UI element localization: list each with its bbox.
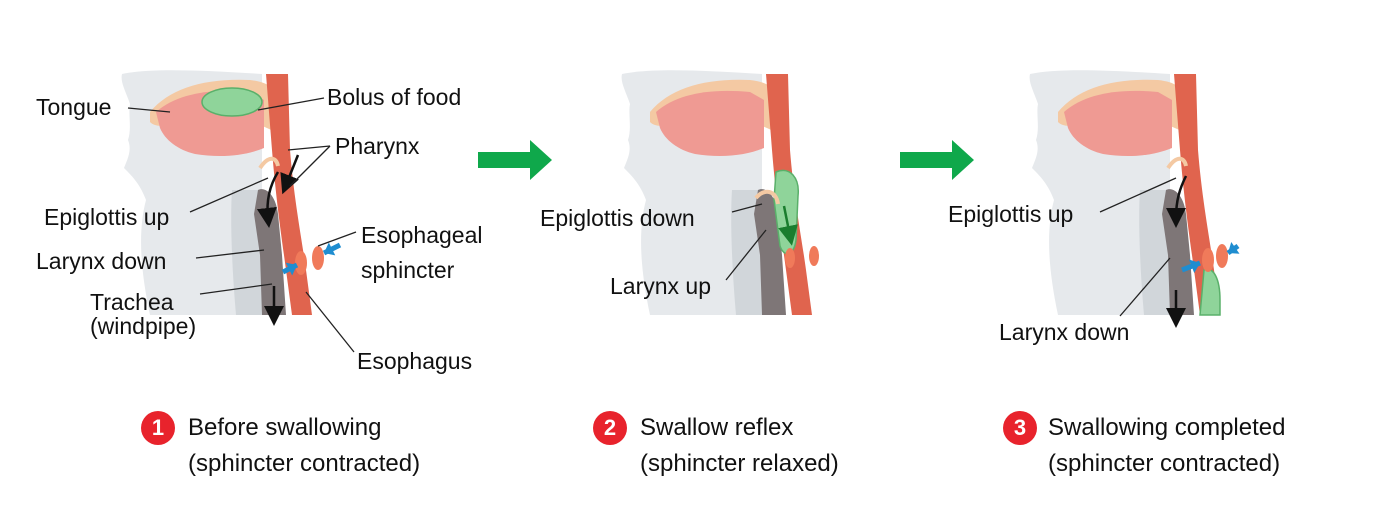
air-flow-arrow: [256, 171, 280, 228]
esophageal-sphincter: [1202, 248, 1214, 272]
leader-trachea: [199, 283, 273, 295]
head-illustration: [1029, 70, 1220, 315]
panel-3: [1029, 70, 1240, 328]
esophageal-sphincter: [312, 246, 324, 270]
label-sphincter: sphincter: [361, 257, 455, 283]
step-arrow-1: [478, 140, 552, 180]
label-epiglottis-up-3: Epiglottis up: [948, 201, 1074, 227]
esophageal-sphincter: [809, 246, 819, 266]
leader-pharynx-b: [289, 145, 331, 187]
step-badge-1: 1: [141, 411, 175, 445]
step-arrow-2: [900, 140, 974, 180]
caption-2-line-2: (sphincter relaxed): [640, 450, 839, 477]
bolus-of-food: [1199, 268, 1221, 316]
sphincter-arrow-left-head: [285, 262, 297, 276]
label-windpipe: (windpipe): [90, 313, 197, 339]
leader-sphincter: [317, 231, 357, 247]
bolus-of-food: [201, 87, 263, 117]
caption-1-line-1: Before swallowing: [188, 414, 382, 441]
caption-2-line-1: Swallow reflex: [640, 414, 794, 441]
air-flow-arrow: [280, 154, 300, 195]
label-larynx-up: Larynx up: [610, 273, 712, 299]
label-epiglottis-up-1: Epiglottis up: [44, 204, 170, 230]
leader-epiglottis: [189, 177, 269, 213]
label-esophagus: Esophagus: [357, 348, 473, 374]
leader-larynx: [725, 229, 767, 281]
leader-tongue: [127, 107, 171, 113]
step-badge-3: 3: [1003, 411, 1037, 445]
caption-3-line-2: (sphincter contracted): [1048, 450, 1281, 477]
leader-epiglottis: [1099, 177, 1177, 213]
leader-bolus: [257, 97, 325, 111]
leader-epiglottis: [731, 203, 763, 213]
leader-larynx: [1119, 257, 1171, 317]
label-larynx-down-3: Larynx down: [999, 319, 1130, 345]
air-flow-arrow: [1166, 175, 1188, 228]
leader-esophagus: [305, 291, 355, 353]
panel-2: [621, 70, 819, 315]
label-bolus-of-food: Bolus of food: [327, 84, 462, 110]
label-epiglottis-down: Epiglottis down: [540, 205, 695, 231]
sphincter-arrow-right-head: [324, 242, 336, 256]
label-trachea: Trachea: [90, 289, 174, 315]
caption-3-line-1: Swallowing completed: [1048, 414, 1286, 441]
label-esophageal: Esophageal: [361, 222, 483, 248]
epiglottis: [258, 156, 280, 170]
epiglottis: [754, 189, 780, 205]
epiglottis: [1166, 156, 1188, 170]
sphincter-arrow-left-head: [1189, 259, 1200, 273]
label-larynx-down-1: Larynx down: [36, 248, 167, 274]
bolus-flow-arrow: [778, 205, 798, 246]
step-badge-2: 2: [593, 411, 627, 445]
panel-1: [121, 70, 357, 353]
esophageal-sphincter: [785, 248, 795, 268]
label-tongue: Tongue: [36, 94, 112, 120]
sphincter-arrow-right-head: [1228, 241, 1240, 254]
caption-1-line-2: (sphincter contracted): [188, 450, 421, 477]
label-pharynx: Pharynx: [335, 133, 420, 159]
leader-larynx: [195, 249, 265, 259]
esophageal-sphincter: [1216, 244, 1228, 268]
esophageal-sphincter: [295, 251, 307, 275]
leader-pharynx-a: [287, 145, 331, 151]
